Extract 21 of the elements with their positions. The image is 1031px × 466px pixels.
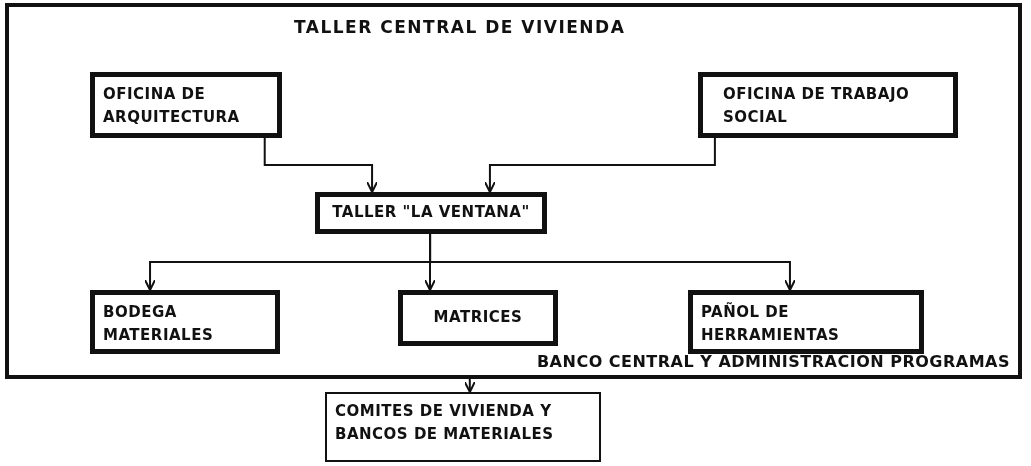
group-title: TALLER CENTRAL DE VIVIENDA bbox=[294, 17, 626, 37]
box-label: OFICINA DE ARQUITECTURA bbox=[103, 84, 241, 129]
box-label: BODEGA MATERIALES bbox=[103, 302, 215, 347]
process-box bbox=[398, 290, 558, 346]
box-label: MATRICES bbox=[433, 307, 523, 329]
process-box bbox=[90, 72, 282, 138]
box-label: TALLER "LA VENTANA" bbox=[332, 202, 530, 224]
process-box bbox=[325, 392, 601, 462]
arrow bbox=[429, 233, 796, 291]
box-label: OFICINA DE TRABAJO SOCIAL bbox=[723, 84, 911, 129]
arrow bbox=[263, 137, 379, 193]
arrow bbox=[463, 378, 476, 393]
process-box bbox=[688, 290, 924, 354]
box-label: COMITES DE VIVIENDA Y BANCOS DE MATERIALES bbox=[335, 401, 555, 446]
group-frame bbox=[5, 3, 1022, 379]
group-note: BANCO CENTRAL Y ADMINISTRACION PROGRAMAS bbox=[536, 352, 1010, 371]
box-label: PAÑOL DE HERRAMIENTAS bbox=[701, 301, 841, 347]
process-box bbox=[90, 290, 280, 354]
process-box bbox=[315, 192, 547, 234]
arrow bbox=[483, 137, 716, 193]
process-box bbox=[698, 72, 958, 138]
